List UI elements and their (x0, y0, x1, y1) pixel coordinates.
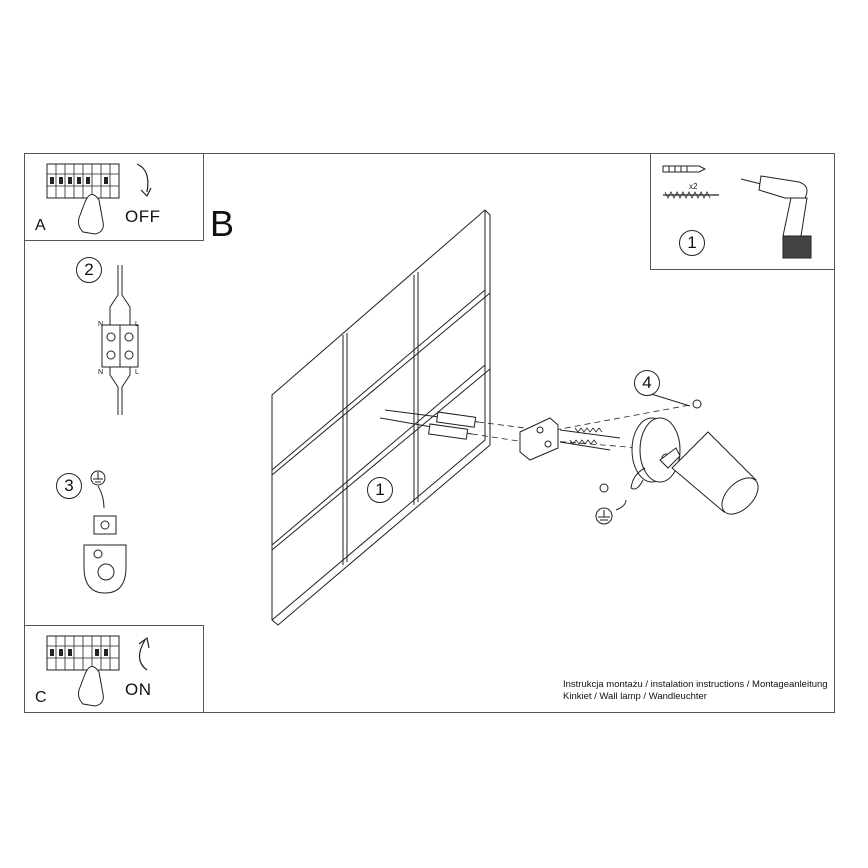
step-4-badge: 4 (634, 370, 660, 396)
terminal-n-bottom: N (98, 369, 104, 376)
terminal-n-top: N (98, 321, 104, 328)
panel-c-letter: C (35, 689, 47, 706)
tools-panel: x2 1 (650, 153, 835, 270)
ground-bracket-icon (83, 515, 127, 594)
panel-a-off-label: OFF (125, 207, 161, 226)
wall-plugs-and-screws (379, 409, 479, 440)
drill-icon (740, 175, 812, 259)
lamp-shade-icon (659, 431, 759, 515)
wall-plug-icon (662, 165, 707, 173)
footer-line-2: Kinkiet / Wall lamp / Wandleuchter (563, 691, 707, 702)
bracket-screws (559, 427, 621, 451)
panel-a-power-off: A OFF (24, 153, 204, 241)
footer-line-1: Instrukcja montażu / instalation instruc… (563, 679, 828, 690)
step-3-badge: 3 (56, 473, 82, 499)
screw-icon (663, 191, 719, 199)
terminal-l-bottom: L (135, 369, 139, 376)
breaker-panel-on-icon (46, 635, 150, 707)
mounting-bracket-icon (519, 417, 559, 461)
ground-symbol-icon (90, 470, 106, 486)
step-2-badge: 2 (76, 257, 102, 283)
panel-c-power-on: C ON (24, 625, 204, 713)
step-1-tools-badge: 1 (679, 230, 705, 256)
screw-cap-icon (599, 399, 702, 493)
tools-drawing (662, 165, 812, 259)
instruction-sheet (24, 153, 835, 713)
step-1-wall-badge: 1 (367, 477, 393, 503)
terminal-l-top: L (135, 321, 139, 328)
panel-b-letter: B (210, 203, 235, 244)
panel-a-letter: A (35, 217, 46, 234)
lamp-ground-symbol-icon (595, 507, 613, 525)
plug-quantity: x2 (689, 182, 698, 191)
panel-c-on-label: ON (125, 680, 152, 699)
breaker-panel-off-icon (46, 163, 152, 235)
